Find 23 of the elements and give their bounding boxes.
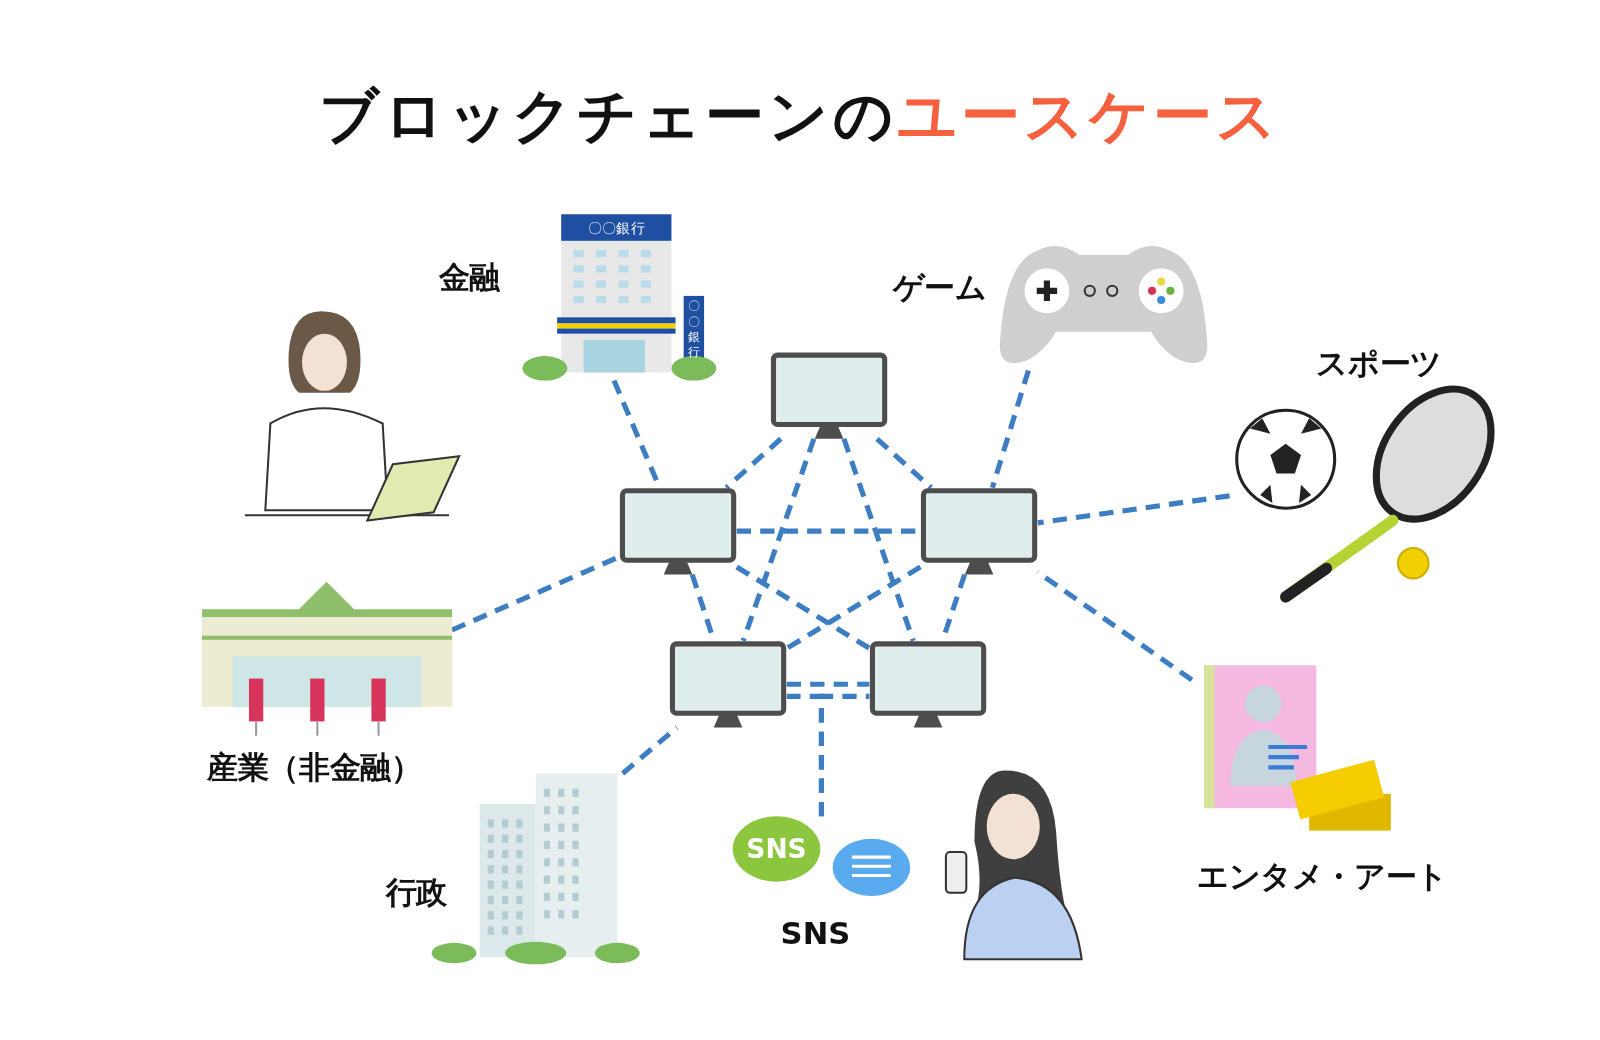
dashed-connector	[621, 725, 679, 776]
title: ブロックチェーンのユースケース	[318, 79, 1282, 152]
category-label: 産業（非金融）	[207, 750, 422, 784]
dashed-connector	[785, 564, 922, 651]
category-label: ゲーム	[892, 270, 987, 305]
dashed-connector	[841, 437, 916, 642]
dashed-connector	[786, 681, 870, 687]
bank-sign: 〇〇銀行	[686, 299, 701, 361]
dashed-connector	[740, 437, 817, 642]
category-label: 行政	[385, 875, 447, 910]
dashed-connector	[1037, 493, 1230, 526]
category-label: エンタメ・アート	[1196, 859, 1448, 893]
dashed-connector	[724, 436, 783, 490]
category-label: スポーツ	[1316, 346, 1442, 381]
dashed-connector	[875, 436, 933, 490]
category-label: SNS	[780, 916, 851, 950]
speech-bubble: SNS	[732, 816, 821, 882]
dashed-connector	[1036, 570, 1194, 682]
category-label: 金融	[438, 260, 500, 294]
bank-sign: 〇〇銀行	[586, 218, 646, 238]
dashed-connector	[989, 369, 1031, 489]
dashed-connector	[818, 693, 870, 817]
dashed-connector	[735, 564, 871, 651]
